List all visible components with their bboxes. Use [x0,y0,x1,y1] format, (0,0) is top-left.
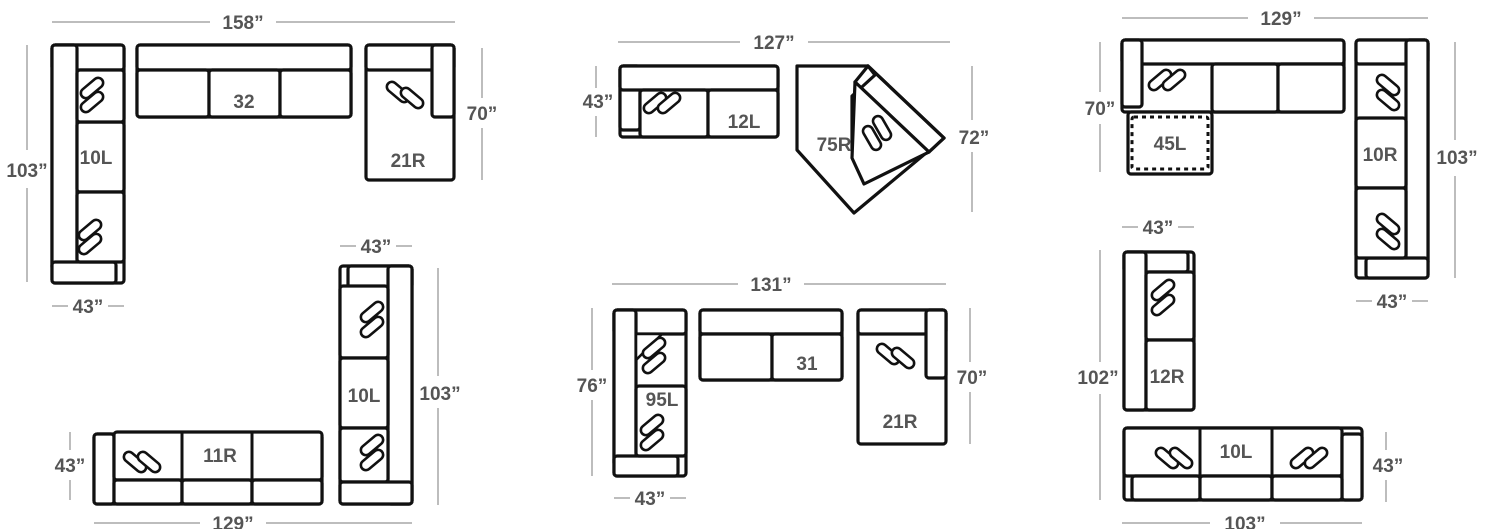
config-a-chaise-dim: 70” [467,48,498,180]
config-d-arm-label: 43” [361,237,392,258]
config-d-right-label: 103” [419,384,460,405]
config-d-left-label: 43” [55,456,86,477]
config-f-piece-2: 10L [1220,442,1253,463]
config-a-chaise-label: 70” [467,104,498,125]
config-b-piece-1: 12L [728,112,761,133]
config-d-piece-2: 10L [348,386,381,407]
config-d: 129” 43” 103” 43” 11R [55,237,461,529]
config-e-width-label: 131” [750,275,791,296]
config-c-corner-piece [1354,38,1430,280]
config-e-piece-1: 95L [646,390,679,411]
config-e-piece-3: 21R [883,412,918,433]
config-a-chaise-piece [364,43,456,182]
config-a-depth-label: 103” [6,161,47,182]
config-f-left-dim: 102” [1077,250,1119,500]
config-b-width-label: 127” [753,33,794,54]
config-a-piece-3: 21R [391,151,426,172]
config-b-piece-2: 75R [817,135,852,156]
config-b-right-label: 72” [959,128,990,149]
config-d-width-label: 129” [212,514,253,529]
config-c-width-dim: 129” [1122,9,1428,30]
config-f-right-label: 43” [1373,456,1404,477]
config-d-piece-1: 11R [203,446,237,467]
config-e-sofa-piece [698,308,844,382]
config-f-sofa-piece [1122,426,1364,502]
config-e-right-dim: 70” [957,308,988,444]
config-a-piece-1: 10L [80,148,113,169]
config-a-width-dim: 158” [52,13,455,34]
config-e-arm-dim: 43” [614,489,686,510]
config-c-right-dim: 103” [1436,42,1478,278]
config-f-corner-piece [1122,250,1196,412]
config-a: 158” 103” 70” 43” 10L [6,13,497,318]
config-c-left-dim: 70” [1085,42,1116,172]
config-f-left-label: 102” [1077,368,1118,389]
config-b-width-dim: 127” [618,33,950,54]
config-a-sofa-piece [135,43,353,119]
config-a-depth-dim: 103” [6,45,48,282]
config-e-left-dim: 76” [577,308,608,476]
config-e-left-label: 76” [577,376,608,397]
config-c-piece-2: 10R [1363,145,1398,166]
config-f-arm-label: 43” [1143,218,1174,239]
config-c-sofa-piece [1120,38,1346,114]
config-b-loveseat-piece [618,64,780,139]
config-c-ottoman-piece [1126,110,1214,176]
config-d-width-dim: 129” [94,514,412,529]
config-a-width-label: 158” [222,13,263,34]
config-d-arm-dim: 43” [340,237,412,258]
config-e-piece-2: 31 [796,354,818,375]
config-f-right-dim: 43” [1373,432,1404,502]
config-b-left-dim: 43” [583,66,614,137]
config-d-right-dim: 103” [419,268,461,505]
config-f-piece-1: 12R [1150,367,1185,388]
config-e-right-label: 70” [957,368,988,389]
config-a-arm-label: 43” [73,297,104,318]
config-c: 129” 70” 103” 43” 45L [1085,9,1478,313]
config-e-width-dim: 131” [612,275,946,296]
config-c-left-label: 70” [1085,99,1116,120]
config-c-width-label: 129” [1260,9,1301,30]
config-f: 43” 102” 43” 103” 12R [1077,218,1403,529]
config-c-arm-dim: 43” [1356,292,1428,313]
config-c-piece-1: 45L [1154,134,1187,155]
config-a-piece-2: 32 [233,92,254,113]
config-c-right-label: 103” [1436,148,1477,169]
config-b-right-dim: 72” [959,66,990,212]
config-d-sofa-piece [92,430,324,506]
config-c-arm-label: 43” [1377,292,1408,313]
config-c-ottoman-outline [1130,115,1210,171]
config-f-width-label: 103” [1224,514,1265,529]
config-a-arm-dim: 43” [52,297,124,318]
config-f-arm-dim: 43” [1122,218,1194,239]
config-e-arm-label: 43” [635,489,666,510]
config-f-width-dim: 103” [1122,514,1362,529]
config-b-left-label: 43” [583,92,614,113]
config-b: 127” 43” 72” 12L 75R [583,33,990,215]
config-e: 131” 76” 70” 43” 95L [577,275,988,510]
config-d-left-dim: 43” [55,432,86,500]
